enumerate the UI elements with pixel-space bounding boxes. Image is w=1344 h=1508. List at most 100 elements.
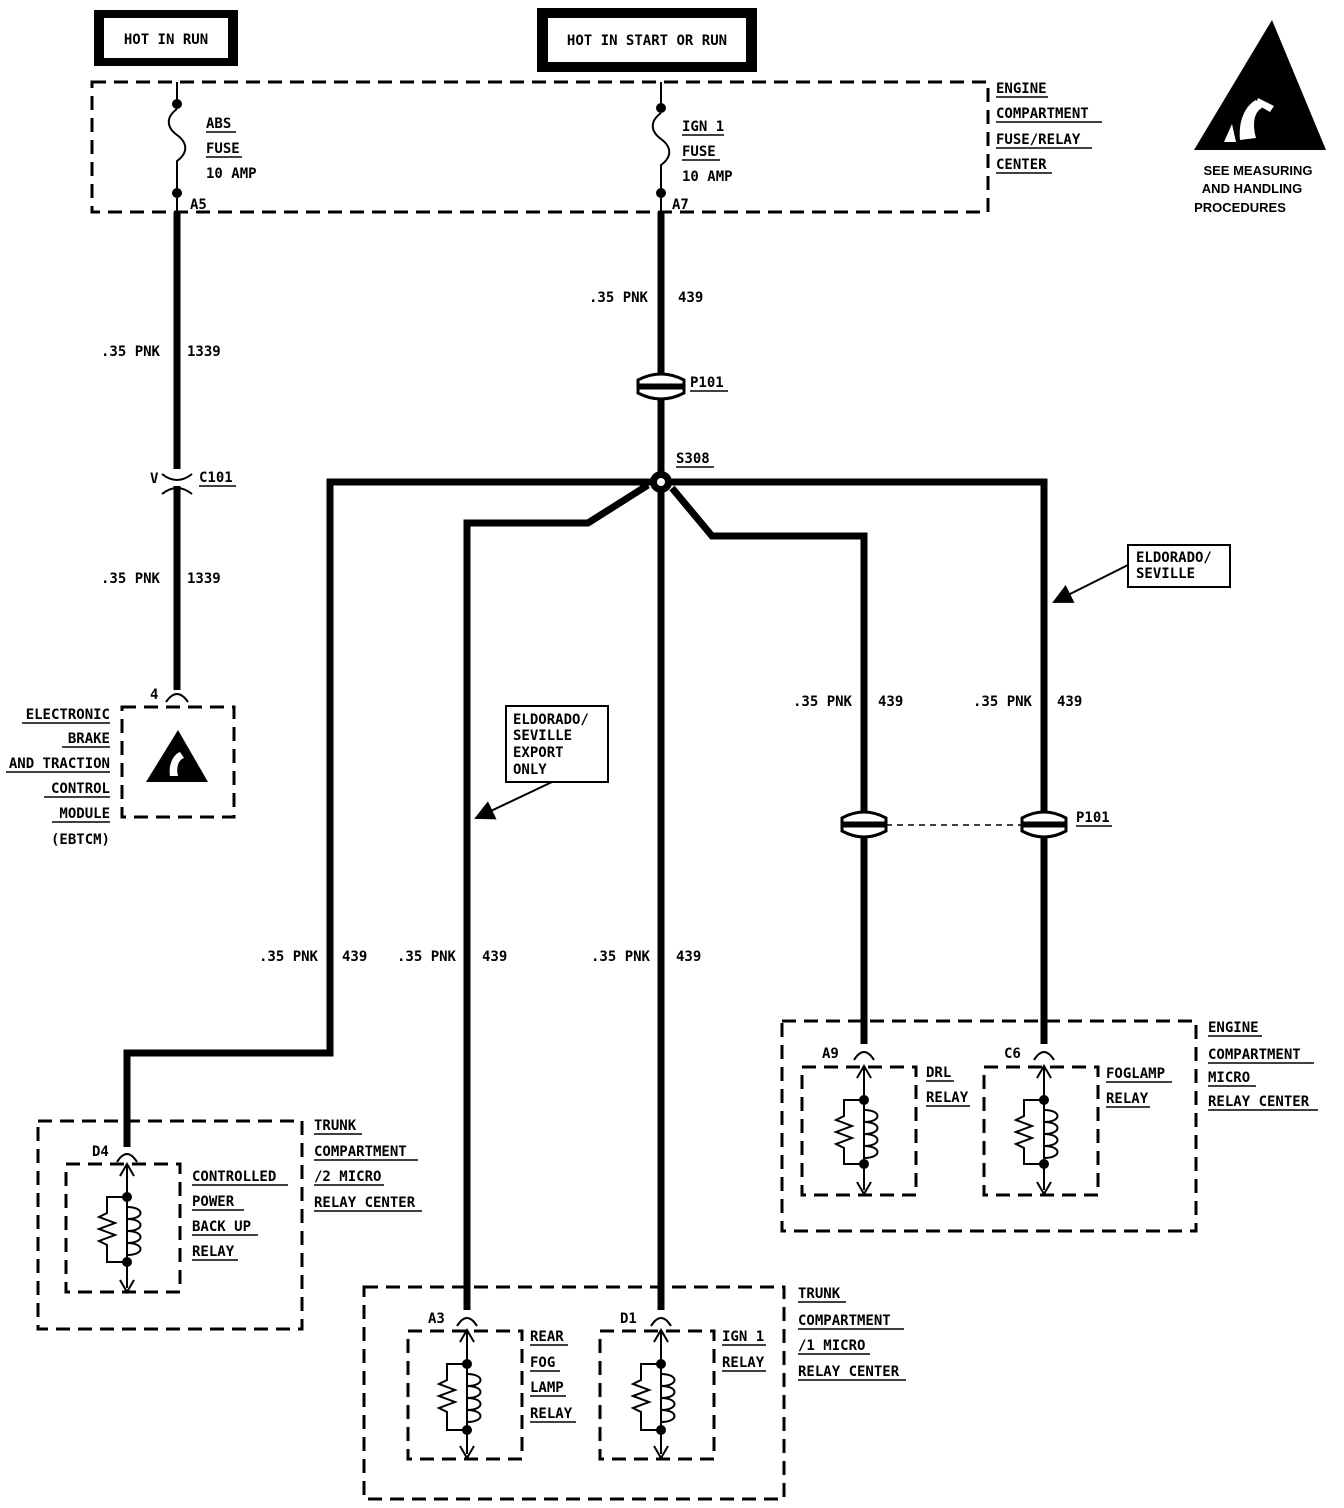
fuse-center-line3: FUSE/RELAY	[996, 132, 1081, 148]
p101-top-label: P101	[690, 375, 724, 391]
drl-relay: A9 DRL RELAY	[800, 1046, 970, 1197]
note-eldorado-line1: ELDORADO/	[1136, 550, 1212, 566]
w439-fog-sizecolor: .35 PNK	[973, 694, 1033, 710]
wire-439-midleft	[463, 482, 650, 1310]
drl-relay-coil-icon	[833, 1064, 879, 1196]
esd-line1: SEE MEASURING	[1203, 163, 1312, 178]
engine-micro-line3: MICRO	[1208, 1070, 1250, 1086]
fuse-relay-center-box	[90, 80, 990, 214]
trunk1-relay-center: TRUNK COMPARTMENT /1 MICRO RELAY CENTER …	[362, 1285, 906, 1501]
backup-relay-line4: RELAY	[192, 1244, 235, 1260]
trunk1-line3: /1 MICRO	[798, 1338, 865, 1354]
engine-micro-relay-center: ENGINE COMPARTMENT MICRO RELAY CENTER A9…	[780, 1019, 1318, 1233]
ebtcm-esd-icon	[146, 730, 208, 782]
esd-line2: AND HANDLING	[1202, 181, 1302, 196]
note-export-line4: ONLY	[513, 762, 547, 778]
ebtcm-line4: CONTROL	[51, 781, 110, 797]
wire-439-left	[123, 478, 661, 1147]
w439-drl-circuit: 439	[878, 694, 903, 710]
note-eldorado-line2: SEVILLE	[1136, 566, 1195, 582]
w1339-top-sizecolor: .35 PNK	[101, 344, 161, 360]
w439-fog-circuit: 439	[1057, 694, 1082, 710]
backup-relay-line2: POWER	[192, 1194, 235, 1210]
ebtcm-module: 4 ELECTRONIC BRAKE AND TRACTION CONTROL …	[6, 687, 236, 848]
engine-micro-line4: RELAY CENTER	[1208, 1094, 1310, 1110]
drl-line2: RELAY	[926, 1090, 969, 1106]
ebtcm-line5: MODULE	[59, 806, 110, 822]
ebtcm-line2: BRAKE	[68, 731, 110, 747]
w439-left-circuit: 439	[342, 949, 367, 965]
hot-in-start-or-run-box: HOT IN START OR RUN	[537, 8, 757, 72]
w1339-bottom-sizecolor: .35 PNK	[101, 571, 161, 587]
trunk1-line1: TRUNK	[798, 1286, 841, 1302]
controlled-power-backup-relay: D4 CONTROLLED POWER BACK UP RELAY	[64, 1144, 288, 1294]
note-eldorado-arrow	[1052, 564, 1129, 603]
note-export-line3: EXPORT	[513, 745, 564, 761]
backup-relay-line3: BACK UP	[192, 1219, 251, 1235]
note-eldorado-seville: ELDORADO/ SEVILLE	[1052, 544, 1231, 603]
engine-micro-line1: ENGINE	[1208, 1020, 1259, 1036]
c101-connector: V C101	[150, 470, 236, 495]
ign1-fuse-line1: IGN 1	[682, 119, 724, 135]
p101-right-connector: P101	[840, 810, 1112, 839]
wire-439-drl	[669, 485, 868, 818]
w439-center-circuit: 439	[676, 949, 701, 965]
fog-line2: RELAY	[1106, 1091, 1149, 1107]
c101-pin: V	[150, 471, 159, 487]
rear-fog-relay-coil-icon	[436, 1328, 482, 1460]
fog-pin: C6	[1004, 1046, 1021, 1062]
p101-top-connector: P101	[636, 372, 728, 401]
abs-fuse-terminal: A5	[190, 197, 207, 213]
wires	[123, 212, 1048, 1310]
w439-top-circuit: 439	[678, 290, 703, 306]
w1339-top-circuit: 1339	[187, 344, 221, 360]
abs-fuse-line3: 10 AMP	[206, 166, 257, 182]
fuse-center-line1: ENGINE	[996, 81, 1047, 97]
ign1-relay-line2: RELAY	[722, 1355, 765, 1371]
note-export-arrow	[474, 781, 553, 820]
w439-center-sizecolor: .35 PNK	[591, 949, 651, 965]
trunk2-line3: /2 MICRO	[314, 1169, 381, 1185]
abs-fuse-line2: FUSE	[206, 141, 240, 157]
abs-fuse-line1: ABS	[206, 116, 231, 132]
fuse-center-line2: COMPARTMENT	[996, 106, 1089, 122]
ebtcm-line6: (EBTCM)	[51, 832, 110, 848]
drl-line1: DRL	[926, 1065, 951, 1081]
ebtcm-line1: ELECTRONIC	[26, 707, 110, 723]
w439-midleft-sizecolor: .35 PNK	[397, 949, 457, 965]
ebtcm-line3: AND TRACTION	[9, 756, 110, 772]
esd-warning-icon	[1194, 20, 1326, 150]
rear-fog-line3: LAMP	[530, 1380, 564, 1396]
w439-top-sizecolor: .35 PNK	[589, 290, 649, 306]
ign1-relay-line1: IGN 1	[722, 1329, 764, 1345]
rear-fog-lamp-relay: A3 REAR FOG LAMP RELAY	[406, 1311, 576, 1461]
trunk2-pin: D4	[92, 1144, 109, 1160]
backup-relay-line1: CONTROLLED	[192, 1169, 276, 1185]
backup-relay-coil-icon	[96, 1162, 142, 1294]
trunk1-line2: COMPARTMENT	[798, 1313, 891, 1329]
ebtcm-pin: 4	[150, 687, 158, 703]
foglamp-relay: C6 FOGLAMP RELAY	[982, 1046, 1172, 1197]
hot-in-run-box: HOT IN RUN	[94, 10, 238, 66]
esd-line3: PROCEDURES	[1194, 200, 1286, 215]
drl-pin: A9	[822, 1046, 839, 1062]
rear-fog-line4: RELAY	[530, 1406, 573, 1422]
rear-fog-line1: REAR	[530, 1329, 564, 1345]
splice-s308: S308	[650, 451, 714, 493]
trunk2-line1: TRUNK	[314, 1118, 357, 1134]
w439-drl-sizecolor: .35 PNK	[793, 694, 853, 710]
rear-fog-pin: A3	[428, 1311, 445, 1327]
abs-fuse: ABS FUSE 10 AMP A5	[167, 82, 257, 213]
note-export-line2: SEVILLE	[513, 728, 572, 744]
hot-in-run-label: HOT IN RUN	[124, 32, 208, 48]
ign1-relay: D1 IGN 1 RELAY	[598, 1311, 766, 1461]
trunk1-line4: RELAY CENTER	[798, 1364, 900, 1380]
trunk2-relay-center: TRUNK COMPARTMENT /2 MICRO RELAY CENTER …	[36, 1118, 422, 1331]
w439-midleft-circuit: 439	[482, 949, 507, 965]
hot-in-start-or-run-label: HOT IN START OR RUN	[567, 33, 727, 49]
note-export-line1: ELDORADO/	[513, 712, 589, 728]
w439-left-sizecolor: .35 PNK	[259, 949, 319, 965]
ign1-relay-pin: D1	[620, 1311, 637, 1327]
ign1-fuse-line3: 10 AMP	[682, 169, 733, 185]
